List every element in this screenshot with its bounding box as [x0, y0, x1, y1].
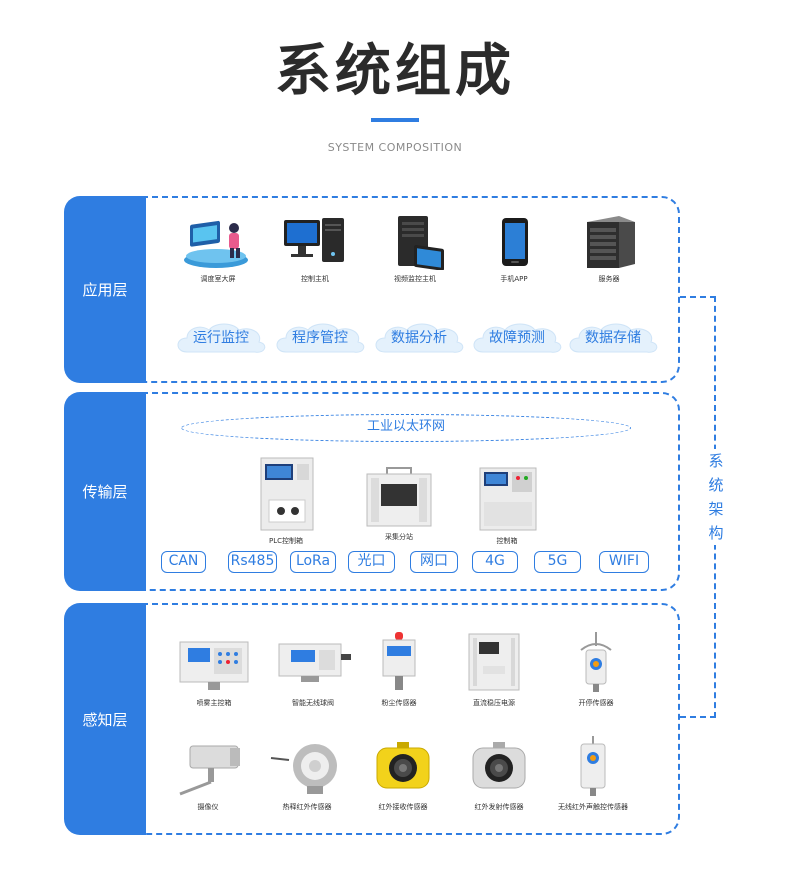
protocol-badge: CAN — [161, 551, 206, 573]
device-label: 直流稳压电源 — [473, 699, 515, 707]
cloud-icon — [473, 323, 562, 353]
device-label: 控制箱 — [496, 537, 518, 545]
device-label: 智能无线球阀 — [292, 699, 334, 707]
cloud-icon — [177, 323, 266, 353]
pyroelectric-sensor-icon — [262, 740, 352, 798]
wireless-sound-sensor-icon — [548, 734, 638, 798]
wireless-valve-icon — [268, 636, 358, 694]
device-control-host: 控制主机 — [270, 214, 360, 284]
device-label: 红外发射传感器 — [474, 803, 524, 811]
device-video-host: 视频监控主机 — [370, 214, 460, 284]
on-off-sensor-icon — [551, 630, 641, 694]
layer-label-transport: 传输层 — [64, 392, 146, 591]
protocol-badge: 4G — [472, 551, 518, 573]
title-underline — [371, 118, 419, 122]
infrared-emitter-icon — [454, 740, 544, 798]
function-label: 运行监控 — [193, 330, 249, 346]
device-spray-box: 喷雾主控箱 — [169, 636, 259, 708]
device-control-box: 控制箱 — [462, 466, 552, 546]
function-cloud: 故障预测 — [469, 320, 565, 356]
architecture-label-char: 统 — [708, 476, 724, 494]
layer-label-application: 应用层 — [64, 196, 146, 383]
desktop-computer-icon — [270, 214, 360, 270]
function-label: 数据分析 — [391, 330, 447, 346]
cloud-icon — [276, 323, 365, 353]
layer-box-perception — [142, 603, 680, 835]
server-rack-icon — [564, 214, 654, 270]
ethernet-ring — [181, 414, 631, 442]
dc-power-supply-icon — [449, 630, 539, 694]
infrared-receiver-icon — [358, 740, 448, 798]
device-label: 热释红外传感器 — [282, 803, 332, 811]
protocol-badge: 网口 — [410, 551, 458, 573]
architecture-label-char: 架 — [708, 500, 724, 518]
device-label: PLC控制箱 — [268, 537, 303, 545]
device-label: 粉尘传感器 — [381, 699, 417, 707]
device-valve: 智能无线球阀 — [268, 636, 358, 708]
device-label: 控制主机 — [301, 275, 329, 283]
device-control-room: 调度室大屏 — [173, 214, 263, 284]
device-substation: 采集分站 — [354, 466, 444, 542]
device-on-off-sensor: 开停传感器 — [551, 630, 641, 708]
page-subtitle: SYSTEM COMPOSITION — [327, 141, 463, 154]
collection-substation-icon — [354, 466, 444, 528]
device-dust-sensor: 粉尘传感器 — [354, 630, 444, 708]
plc-cabinet-icon — [241, 456, 331, 532]
device-label: 无线红外声触控传感器 — [558, 803, 628, 811]
device-ir-receiver: 红外接收传感器 — [358, 740, 448, 812]
layer-box-transport — [142, 392, 680, 591]
device-label: 红外接收传感器 — [378, 803, 428, 811]
function-cloud: 数据分析 — [371, 320, 467, 356]
control-room-icon — [173, 214, 263, 270]
function-cloud: 运行监控 — [173, 320, 269, 356]
protocol-badge: LoRa — [290, 551, 336, 573]
device-sound-sensor: 无线红外声触控传感器 — [548, 734, 638, 812]
device-label: 摄像仪 — [197, 803, 219, 811]
device-label: 服务器 — [598, 275, 620, 283]
device-label: 手机APP — [500, 275, 528, 283]
camera-icon — [163, 740, 253, 798]
device-dc-power: 直流稳压电源 — [449, 630, 539, 708]
function-label: 故障预测 — [489, 330, 545, 346]
layer-box-application — [142, 196, 680, 383]
spray-control-box-icon — [169, 636, 259, 694]
smartphone-icon — [469, 214, 559, 270]
function-label: 程序管控 — [292, 330, 348, 346]
cloud-icon — [569, 323, 658, 353]
ethernet-ring-label: 工业以太环网 — [366, 419, 445, 434]
device-camera: 摄像仪 — [163, 740, 253, 812]
function-label: 数据存储 — [585, 330, 641, 346]
device-pyro-sensor: 热释红外传感器 — [262, 740, 352, 812]
page-title: 系统组成 — [275, 39, 515, 104]
protocol-badge: WIFI — [599, 551, 649, 573]
device-plc-box: PLC控制箱 — [241, 456, 331, 546]
device-ir-emitter: 红外发射传感器 — [454, 740, 544, 812]
cloud-icon — [375, 323, 464, 353]
device-label: 采集分站 — [385, 533, 413, 541]
protocol-badge: 光口 — [348, 551, 395, 573]
device-label: 调度室大屏 — [200, 275, 236, 283]
dust-sensor-icon — [354, 630, 444, 694]
device-mobile-app: 手机APP — [469, 214, 559, 284]
video-server-icon — [370, 214, 460, 270]
function-cloud: 程序管控 — [272, 320, 368, 356]
device-server: 服务器 — [564, 214, 654, 284]
device-label: 喷雾主控箱 — [196, 699, 232, 707]
protocol-badge: 5G — [534, 551, 581, 573]
architecture-label-char: 构 — [708, 524, 724, 542]
control-box-icon — [462, 466, 552, 532]
device-label: 开停传感器 — [578, 699, 614, 707]
architecture-label: 系 统 架 构 — [703, 449, 729, 545]
layer-label-perception: 感知层 — [64, 603, 146, 835]
protocol-badge: Rs485 — [228, 551, 277, 573]
function-cloud: 数据存储 — [565, 320, 661, 356]
device-label: 视频监控主机 — [394, 275, 436, 283]
architecture-label-char: 系 — [708, 452, 724, 470]
